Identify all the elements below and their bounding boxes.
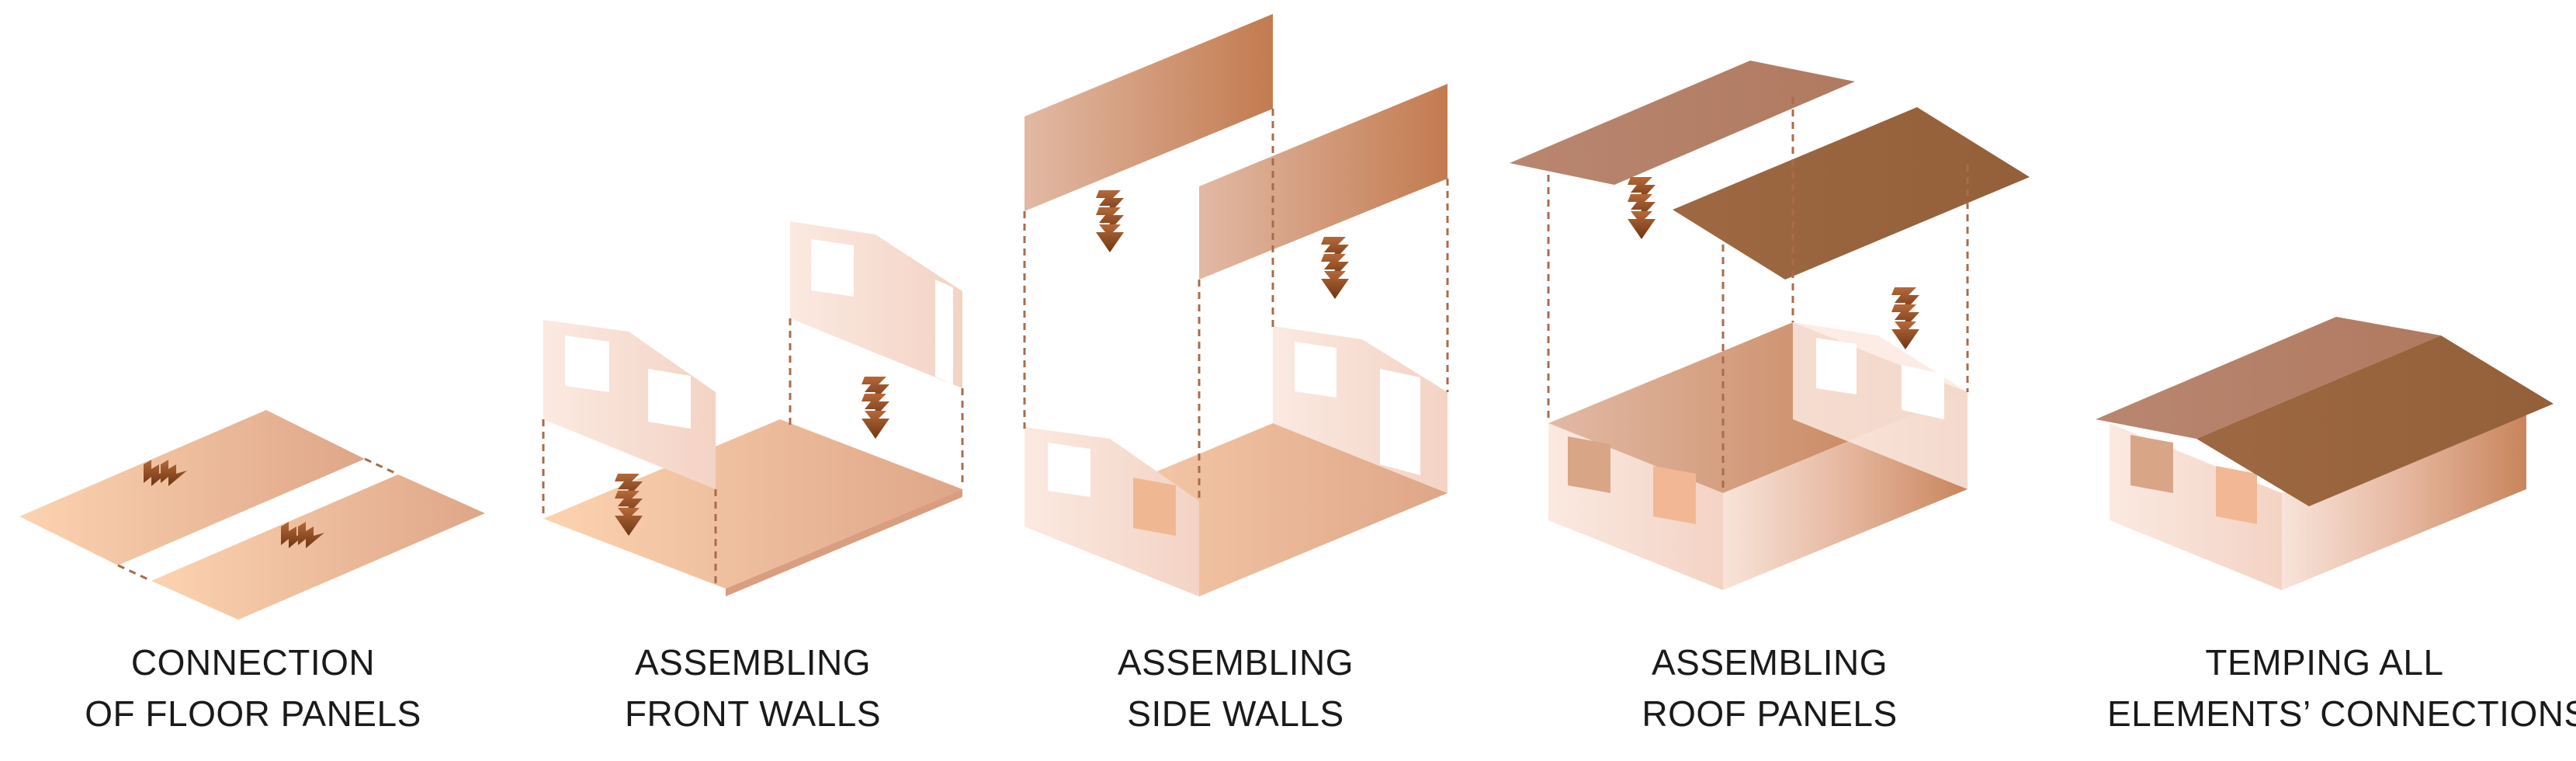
arrow-icon: [1891, 287, 1919, 349]
step-captions: CONNECTION OF FLOOR PANELS ASSEMBLING FR…: [0, 637, 2576, 761]
caption-line: ASSEMBLING: [634, 642, 872, 683]
floor-panel-front: [151, 474, 485, 620]
caption-line: SIDE WALLS: [1127, 693, 1344, 734]
caption-line: OF FLOOR PANELS: [85, 693, 421, 734]
caption-step-side-walls: ASSEMBLING SIDE WALLS: [1018, 637, 1453, 739]
step-floor-illustration: [19, 410, 485, 620]
caption-line: FRONT WALLS: [624, 693, 882, 734]
step-final-illustration: [2096, 317, 2553, 590]
step-side-walls-illustration: [1023, 14, 1449, 596]
step-roof-illustration: [1510, 61, 2030, 590]
roof-panel-right: [1673, 107, 2030, 280]
floor-panel-back: [19, 410, 365, 565]
caption-step-floor: CONNECTION OF FLOOR PANELS: [36, 637, 470, 739]
caption-line: ELEMENTS’ CONNECTIONS: [2107, 693, 2576, 734]
caption-line: CONNECTION: [130, 642, 376, 683]
step-front-walls-illustration: [542, 221, 964, 596]
caption-step-roof: ASSEMBLING ROOF PANELS: [1552, 637, 1987, 739]
arrow-icon: [1628, 177, 1656, 239]
side-panel-right: [1199, 84, 1447, 280]
floor-base-right-face: [726, 489, 962, 596]
caption-step-front-walls: ASSEMBLING FRONT WALLS: [536, 637, 970, 739]
caption-line: ASSEMBLING: [1117, 642, 1354, 683]
arrow-icon: [1096, 190, 1124, 252]
arrow-icon: [862, 377, 889, 439]
caption-step-final: TEMPING ALL ELEMENTS’ CONNECTIONS: [2107, 637, 2576, 739]
floor-base: [543, 419, 962, 589]
arrow-icon: [1321, 237, 1349, 299]
roof-panel-left: [1510, 61, 1855, 185]
house-long-face: [2282, 392, 2526, 590]
caption-line: TEMPING ALL: [2205, 642, 2444, 683]
roof-panel-left: [2096, 317, 2441, 439]
caption-line: ROOF PANELS: [1642, 693, 1898, 734]
side-panel-left: [1025, 14, 1273, 211]
roof-panel-right: [2196, 335, 2553, 506]
caption-line: ASSEMBLING: [1651, 642, 1888, 683]
